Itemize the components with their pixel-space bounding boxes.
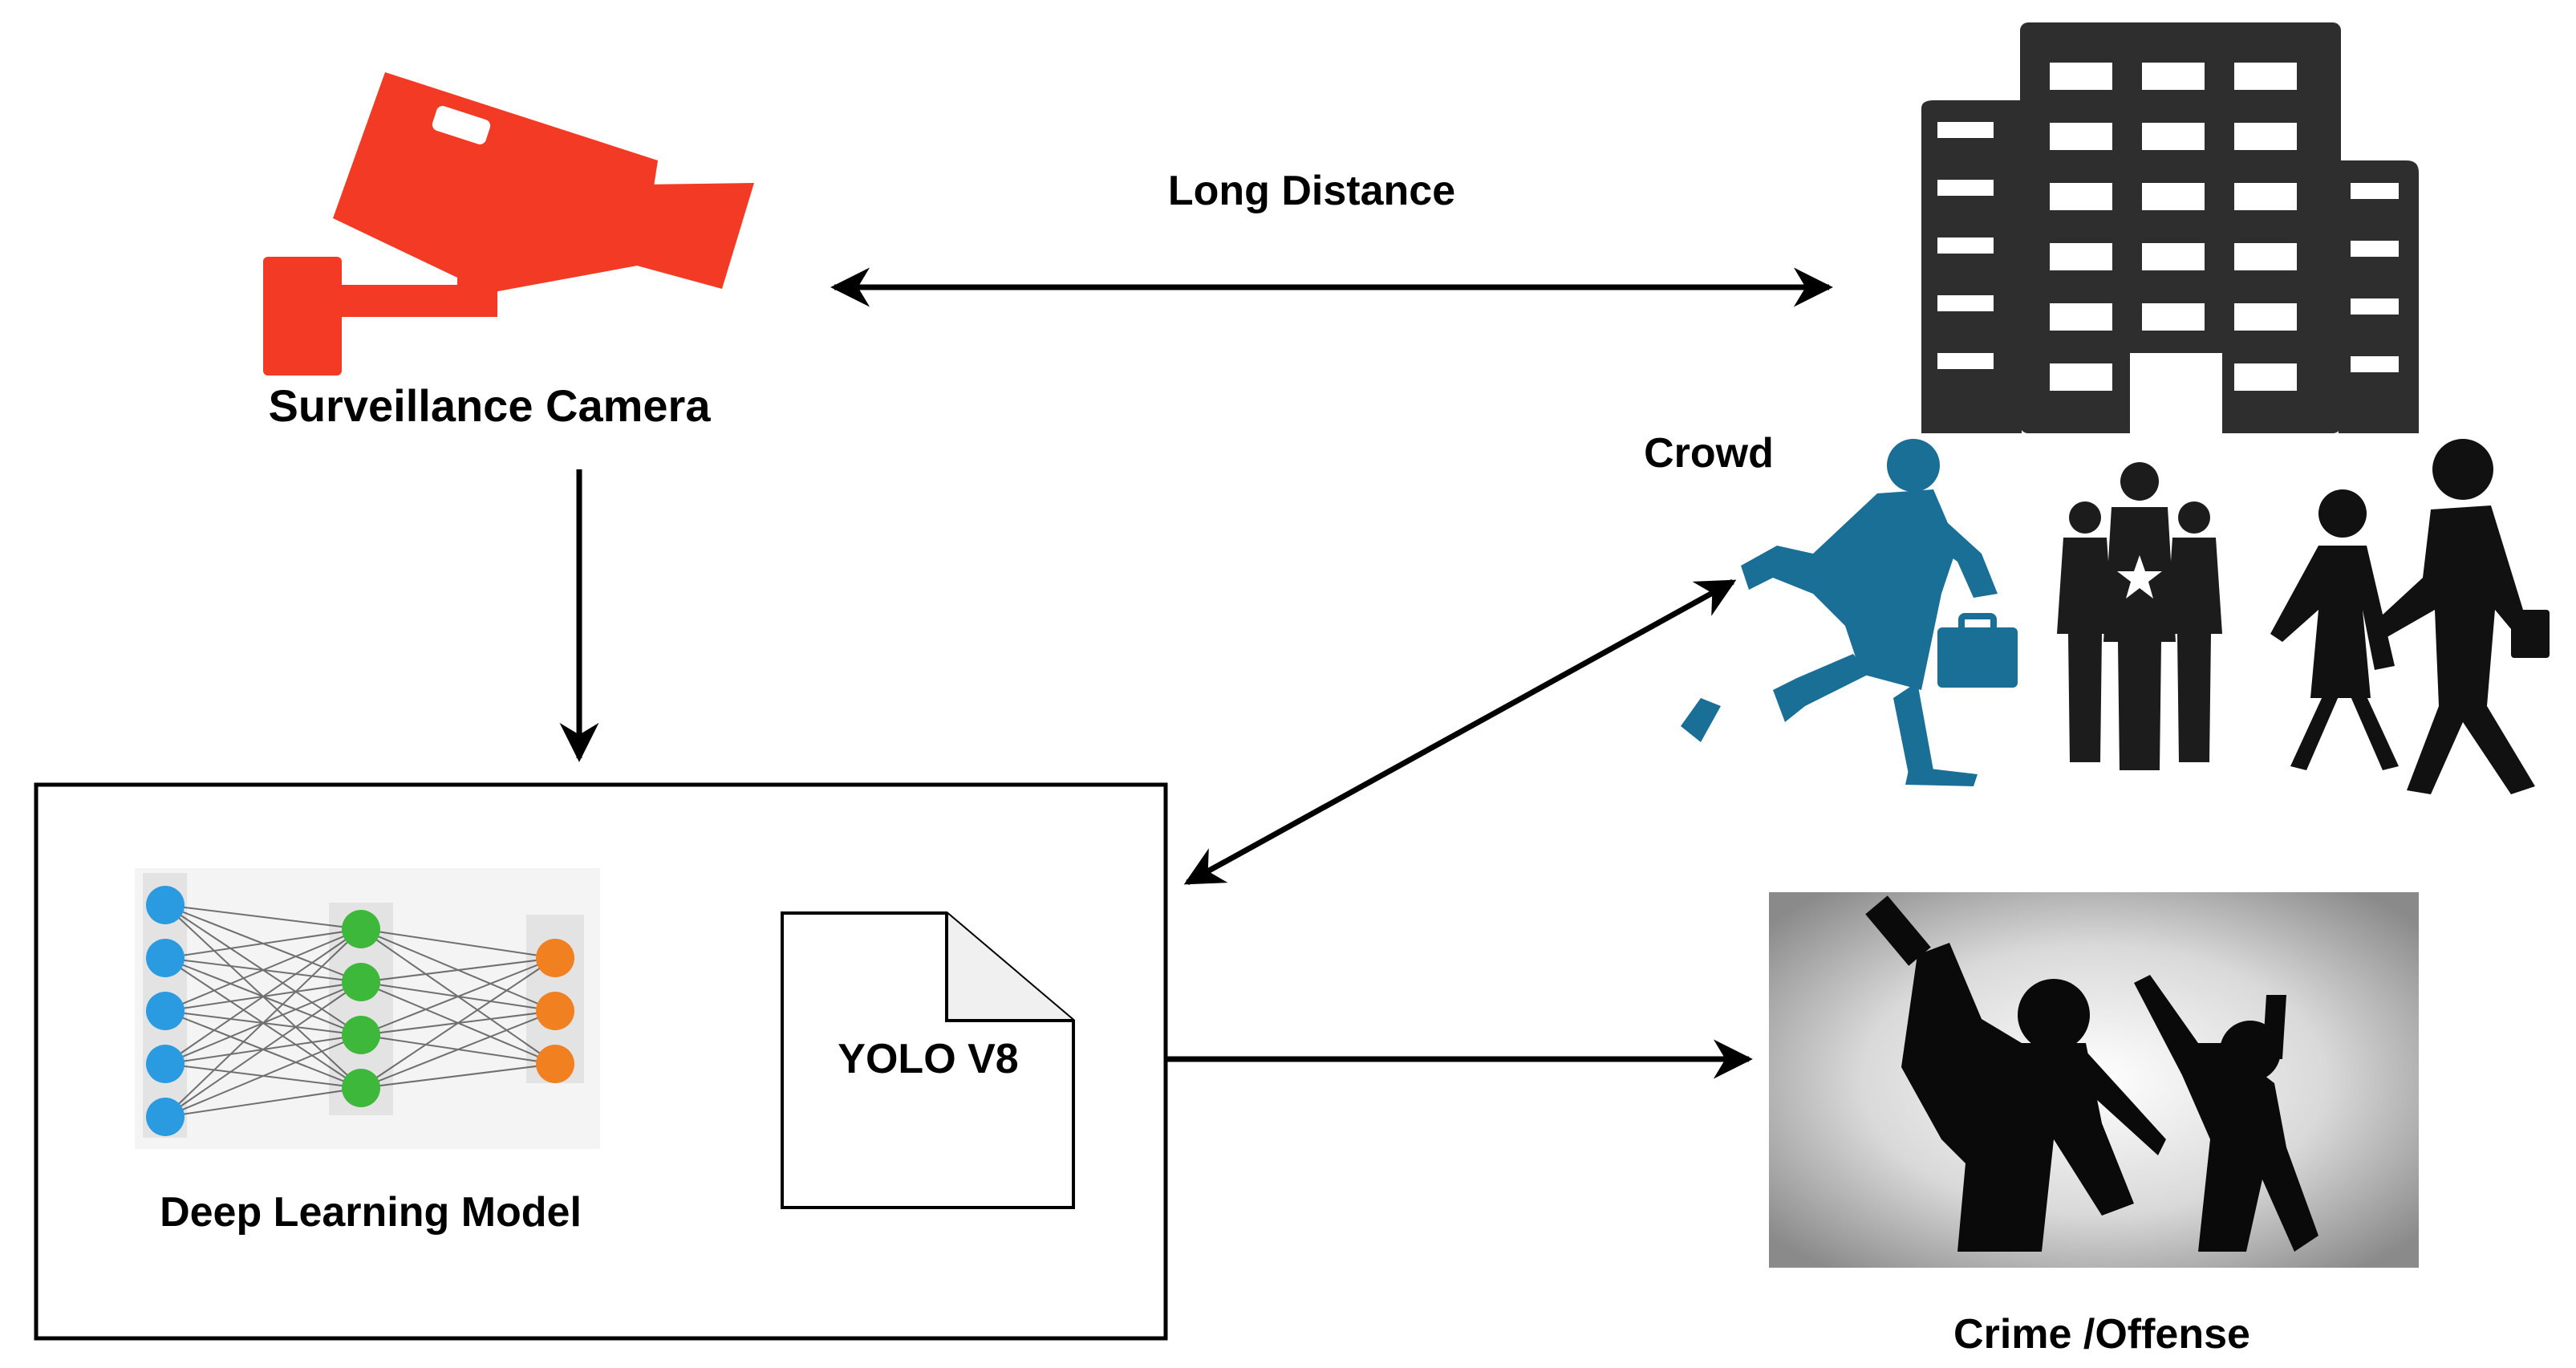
document-icon	[781, 911, 1075, 1209]
network-edge	[360, 928, 556, 959]
running-man-icon	[1681, 439, 2018, 786]
crime-label: Crime /Offense	[1953, 1311, 2250, 1358]
network-edge	[360, 957, 556, 1089]
network-edge	[164, 981, 362, 1118]
neural-network-icon	[135, 868, 600, 1149]
network-edge	[360, 957, 556, 1036]
network-node	[146, 1098, 185, 1136]
surveillance-camera-icon	[263, 72, 754, 375]
network-node	[342, 1069, 380, 1107]
network-edge	[360, 957, 556, 983]
walking-couple-icon	[2270, 439, 2550, 794]
network-edge	[164, 1034, 362, 1118]
network-node	[146, 939, 185, 977]
camera-label: Surveillance Camera	[269, 380, 712, 431]
network-edge	[164, 928, 362, 1065]
crowd-label: Crowd	[1644, 430, 1774, 477]
network-edge	[164, 904, 362, 930]
network-edge	[164, 1087, 362, 1118]
network-node	[342, 1016, 380, 1054]
network-edge	[360, 1010, 556, 1089]
network-node	[342, 910, 380, 948]
network-edge	[164, 928, 362, 1012]
building-icon	[1921, 22, 2419, 433]
network-node	[342, 963, 380, 1001]
long-distance-label: Long Distance	[1168, 168, 1455, 214]
yolo-label: YOLO V8	[838, 1036, 1018, 1082]
network-node	[146, 1045, 185, 1083]
network-node	[536, 939, 574, 977]
network-node	[146, 992, 185, 1030]
crime-scene-image	[1769, 892, 2419, 1268]
model-label: Deep Learning Model	[160, 1189, 582, 1236]
network-edge	[164, 928, 362, 1118]
network-node	[146, 886, 185, 924]
network-node	[536, 1045, 574, 1083]
network-node	[536, 992, 574, 1030]
people-group-icon	[2057, 462, 2222, 770]
network-edge	[360, 1063, 556, 1089]
crowd-model-arrow	[1183, 578, 1737, 886]
network-edge	[164, 928, 362, 959]
